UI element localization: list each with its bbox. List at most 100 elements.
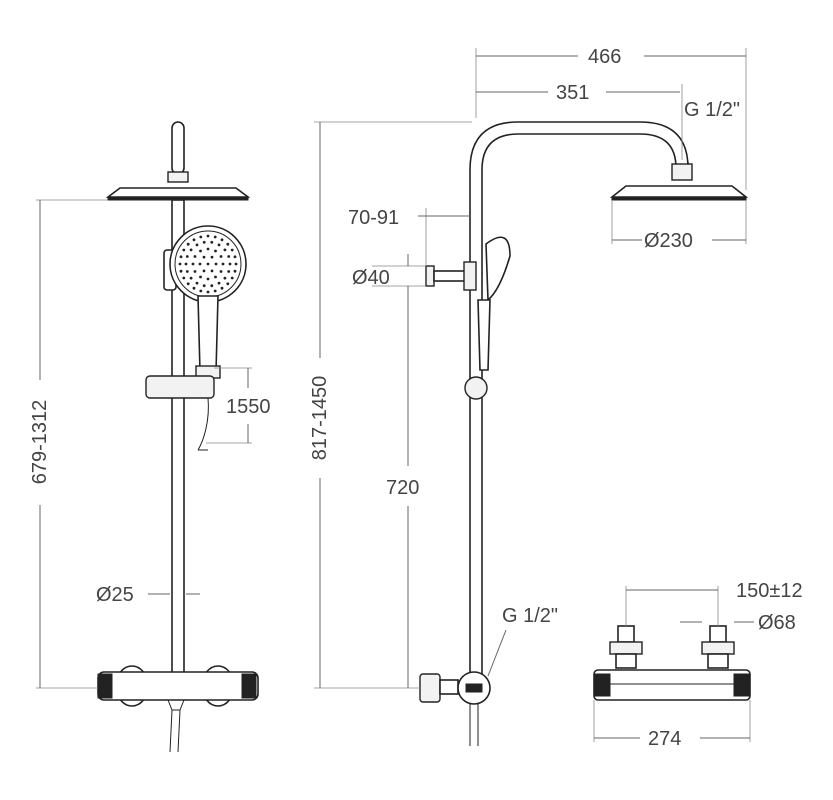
nozzle-dot [226, 282, 230, 286]
side-top-connector [671, 163, 693, 181]
mixer-detail-right-knob [733, 673, 751, 697]
nozzle-dot [199, 275, 202, 279]
nozzle-dot [202, 269, 206, 273]
nozzle-dot [223, 276, 227, 280]
nozzle-dot [234, 262, 238, 266]
nozzle-dot [227, 270, 231, 273]
nozzle-dot [223, 248, 227, 252]
side-lower-hose [469, 704, 479, 746]
nozzle-dot [226, 242, 230, 246]
nozzle-dot [213, 235, 217, 239]
nozzle-dot [214, 275, 217, 279]
nozzle-dot [199, 235, 203, 239]
nozzle-dot [206, 234, 210, 238]
nozzle-dot [189, 248, 193, 252]
side-view [419, 121, 749, 746]
side-inlet-pipe [439, 679, 459, 695]
mixer-right-eccentric [707, 653, 729, 669]
mixer-left-inlet-top [617, 625, 635, 643]
front-hand-shower-nozzles [178, 234, 238, 294]
front-view [97, 121, 259, 753]
mixer-right-inlet-cover [701, 641, 735, 655]
nozzle-dot [214, 249, 217, 253]
front-overhead-shower [105, 187, 251, 198]
dim-bottom-thread: G 1/2" [502, 605, 558, 627]
side-bracket-clamp [463, 261, 477, 291]
front-right-knob [241, 673, 257, 699]
nozzle-dot [217, 243, 221, 247]
front-outlet [167, 699, 185, 711]
front-dimensions: 679-1312 1550 Ø25 [29, 199, 271, 689]
nozzle-dot [210, 240, 214, 244]
nozzle-dot [178, 262, 182, 266]
nozzle-dot [189, 276, 193, 280]
dim-mixer-to-bracket: 720 [386, 477, 419, 499]
nozzle-dot [192, 286, 196, 290]
nozzle-dot [206, 262, 210, 266]
front-top-nut [167, 171, 189, 183]
side-wall-plate [425, 265, 435, 287]
side-overhead-plate [611, 196, 747, 201]
mixer-right-inlet-top [709, 625, 727, 643]
dim-inlet-spacing: 150±12 [736, 580, 803, 602]
front-slider [145, 375, 215, 399]
nozzle-dot [202, 284, 206, 288]
mixer-left-inlet-cover [609, 641, 643, 655]
front-hand-shower-handle [197, 295, 219, 373]
front-hose-upper [197, 397, 209, 451]
nozzle-dot [182, 276, 186, 280]
dim-pipe-diameter: Ø25 [96, 584, 134, 606]
nozzle-dot [195, 243, 199, 247]
dim-side-total-height: 817-1450 [309, 376, 331, 461]
nozzle-dot [198, 262, 202, 266]
dim-top-thread: G 1/2" [684, 99, 740, 121]
side-dimensions: 466 351 G 1/2" Ø230 817-1450 70-91 Ø40 [309, 46, 747, 689]
front-lower-hose [169, 709, 181, 753]
dim-overhead-diameter: Ø230 [644, 230, 693, 252]
front-mixer-body [97, 671, 259, 701]
nozzle-dot [202, 240, 206, 244]
nozzle-dot [199, 289, 203, 293]
side-shower-arm-inner [481, 133, 677, 680]
nozzle-dot [233, 269, 237, 273]
dim-mixer-width: 274 [648, 728, 681, 750]
nozzle-dot [210, 284, 214, 288]
nozzle-dot [210, 255, 214, 259]
dim-bracket-diameter: Ø40 [352, 267, 390, 289]
side-overhead-shower [609, 185, 749, 198]
nozzle-dot [217, 281, 221, 285]
nozzle-dot [227, 255, 231, 258]
dim-slide-rail: 1550 [226, 396, 271, 418]
nozzle-dot [210, 269, 214, 273]
nozzle-dot [195, 281, 199, 285]
nozzle-dot [221, 262, 225, 266]
dim-front-total-height: 679-1312 [29, 400, 51, 485]
dim-bracket-offset: 70-91 [348, 207, 399, 229]
nozzle-dot [193, 270, 197, 273]
mixer-detail-view [593, 625, 751, 701]
nozzle-dot [185, 270, 189, 273]
nozzle-dot [214, 262, 218, 266]
nozzle-dot [228, 262, 232, 266]
nozzle-dot [184, 262, 188, 266]
nozzle-dot [206, 277, 210, 281]
mixer-detail-body [593, 669, 751, 701]
nozzle-dot [233, 255, 237, 259]
nozzle-dot [220, 238, 224, 242]
dim-arm-total: 466 [588, 46, 621, 68]
front-top-pipe [171, 121, 185, 175]
nozzle-dot [202, 255, 206, 259]
side-mixer-label [465, 683, 483, 693]
nozzle-dot [182, 248, 186, 252]
nozzle-dot [206, 247, 210, 251]
side-hand-shower [485, 236, 511, 302]
nozzle-dot [219, 255, 223, 258]
nozzle-dot [219, 270, 223, 273]
mixer-left-eccentric [615, 653, 637, 669]
nozzle-dot [230, 276, 234, 280]
dim-arm-inner: 351 [556, 82, 589, 104]
nozzle-dot [186, 242, 190, 246]
side-slider [464, 376, 488, 400]
front-left-knob [97, 673, 113, 699]
